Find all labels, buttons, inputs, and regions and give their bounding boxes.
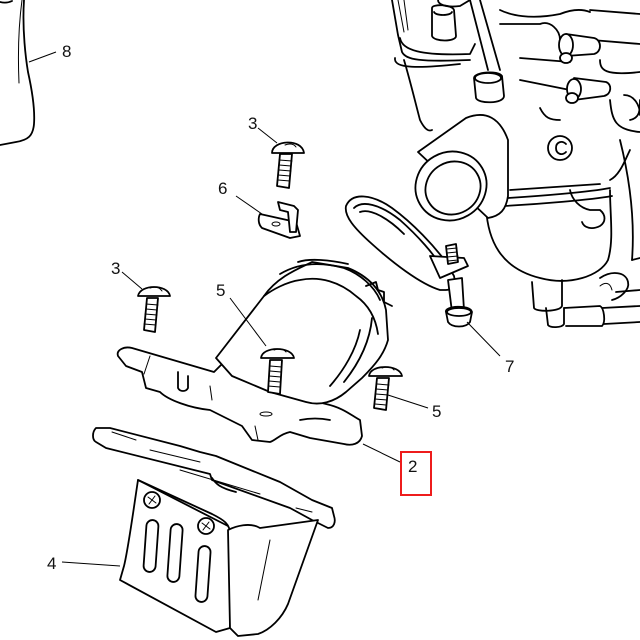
screw-part-5-right — [368, 366, 429, 411]
intake-manifold-part-2 — [116, 258, 393, 446]
highlight-box-part-2[interactable] — [400, 451, 432, 496]
callout-2[interactable]: 2 — [408, 457, 418, 476]
screw-part-3-upper — [257, 127, 305, 189]
callout-8: 8 — [62, 42, 72, 61]
callout-6: 6 — [218, 179, 228, 198]
carb-intake-spigot — [414, 114, 509, 222]
fuel-nozzle-upper — [558, 33, 601, 64]
fuel-nozzle-lower — [565, 77, 612, 104]
hose-clamp-part-7 — [344, 195, 501, 357]
callout-7: 7 — [505, 357, 515, 376]
reed-valve-part-4 — [61, 427, 336, 637]
carburetor — [391, 0, 640, 329]
callout-5-center: 5 — [216, 281, 226, 300]
callout-3-left: 3 — [111, 259, 121, 278]
screw-part-3-left — [121, 271, 171, 333]
callout-4: 4 — [47, 554, 57, 573]
airbox-part-8 — [0, 0, 36, 146]
callout-5-right: 5 — [432, 402, 442, 421]
leader-line-part-8 — [28, 51, 57, 63]
bracket-clip-part-6 — [235, 195, 301, 239]
leader-line-part-2 — [362, 443, 401, 463]
callout-3-upper: 3 — [248, 114, 258, 133]
screw-part-5-center — [229, 297, 295, 395]
